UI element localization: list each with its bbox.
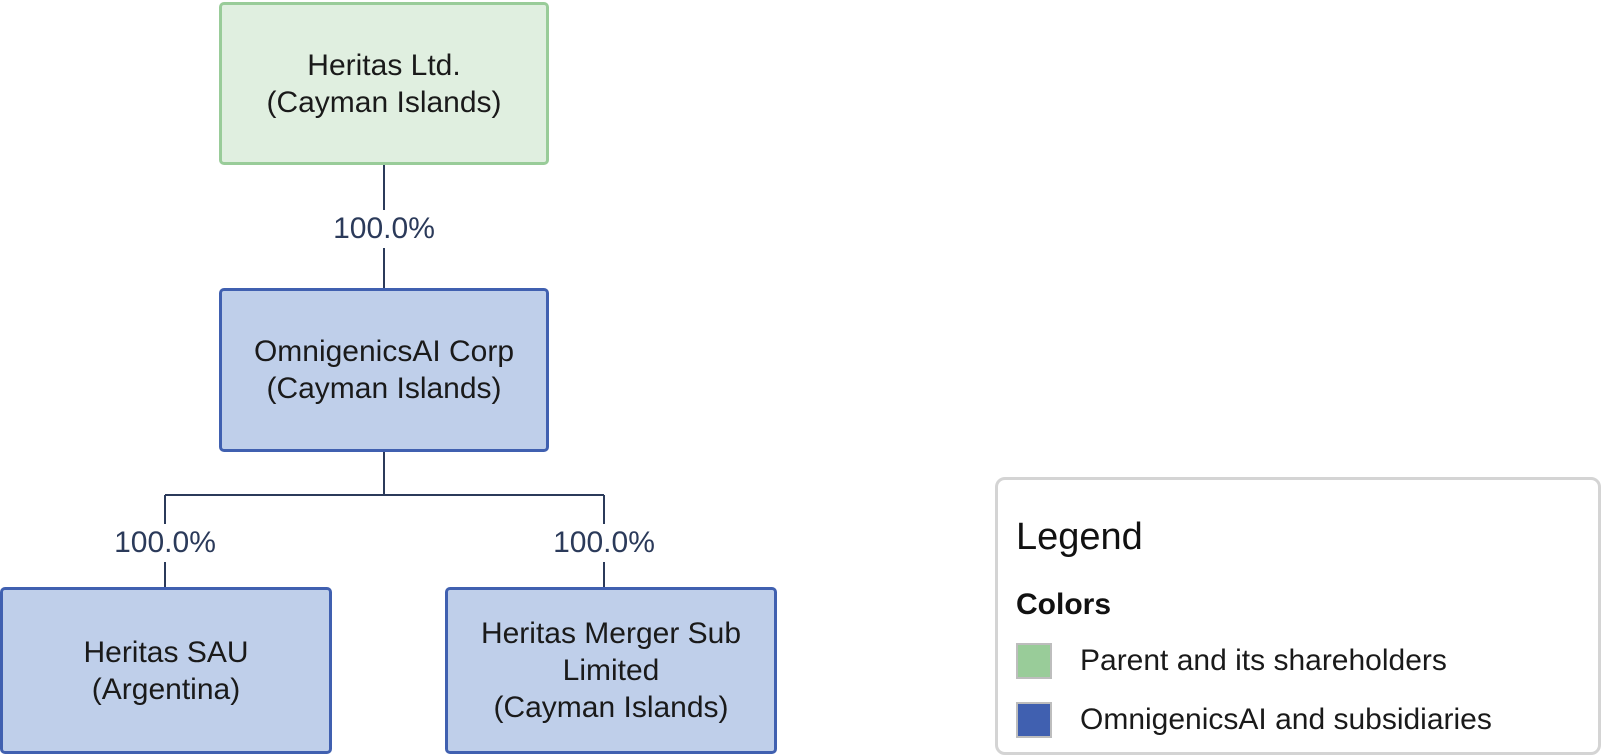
node-jurisdiction: (Argentina) (91, 672, 241, 706)
node-heritas-ltd: Heritas Ltd. (Cayman Islands) (219, 2, 549, 165)
ownership-percentage: 100.0% (319, 210, 449, 248)
node-jurisdiction: (Cayman Islands) (266, 85, 502, 119)
node-name: Heritas Ltd. (307, 48, 461, 82)
legend-section-title: Colors (1016, 588, 1112, 621)
legend-item-label: OmnigenicsAI and subsidiaries (1080, 703, 1492, 736)
node-name: Heritas SAU (83, 635, 249, 669)
node-name-line2: Limited (562, 654, 660, 687)
legend-title: Legend (1016, 516, 1143, 558)
legend-swatch-blue (1016, 702, 1052, 738)
legend-item-parent: Parent and its shareholders (1016, 642, 1447, 680)
legend-item-subsidiaries: OmnigenicsAI and subsidiaries (1016, 701, 1492, 739)
ownership-percentage: 100.0% (100, 524, 230, 562)
node-heritas-sau: Heritas SAU (Argentina) (0, 587, 332, 754)
legend-item-label: Parent and its shareholders (1080, 644, 1447, 677)
node-omnigenics: OmnigenicsAI Corp (Cayman Islands) (219, 288, 549, 452)
node-jurisdiction: (Cayman Islands) (493, 691, 729, 724)
node-name-line1: Heritas Merger Sub (480, 617, 742, 650)
legend-panel: Legend Colors Parent and its shareholder… (995, 477, 1601, 755)
node-name: OmnigenicsAI Corp (253, 335, 515, 368)
legend-swatch-green (1016, 643, 1052, 679)
node-jurisdiction: (Cayman Islands) (266, 372, 502, 405)
node-heritas-merger-sub: Heritas Merger Sub Limited (Cayman Islan… (445, 587, 777, 754)
ownership-percentage: 100.0% (539, 524, 669, 562)
